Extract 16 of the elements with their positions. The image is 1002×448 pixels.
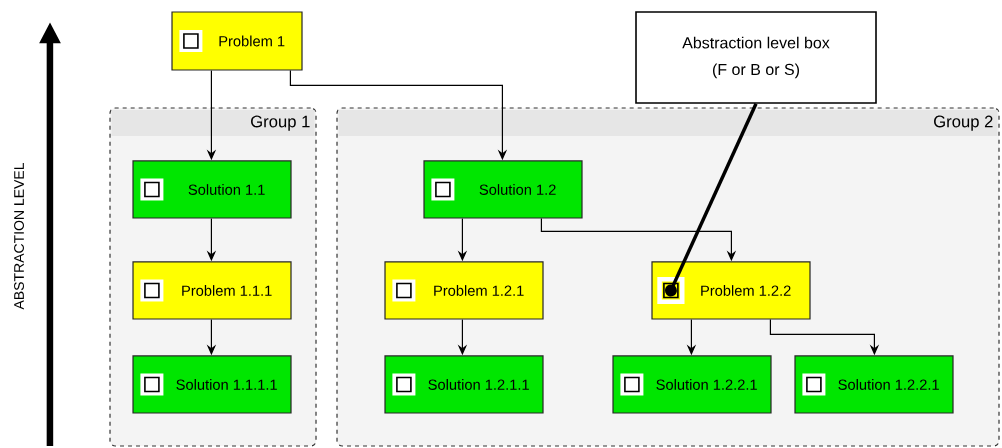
callout-box: Abstraction level box (F or B or S)	[635, 11, 877, 104]
group-label: Group 1	[251, 115, 310, 131]
leader-line	[664, 103, 758, 297]
group-label: Group 2	[934, 115, 993, 131]
solution-box: Solution 1.2	[423, 160, 583, 219]
problem-box: Problem 1	[171, 11, 303, 71]
solution-box: Solution 1.2.2.1	[612, 355, 772, 414]
solution-box: Solution 1.2.2.1	[794, 355, 954, 414]
solution-box: Solution 1.1	[132, 160, 292, 219]
checkbox	[657, 276, 685, 305]
axis-label: ABSTRACTION LEVEL	[14, 162, 24, 310]
problem-box: Problem 1.2.1	[384, 261, 544, 320]
problem-box: Problem 1.1.1	[132, 261, 292, 320]
solution-box: Solution 1.1.1.1	[132, 355, 292, 414]
problem-box: Problem 1.2.2	[651, 261, 811, 320]
solution-box: Solution 1.2.1.1	[384, 355, 544, 414]
